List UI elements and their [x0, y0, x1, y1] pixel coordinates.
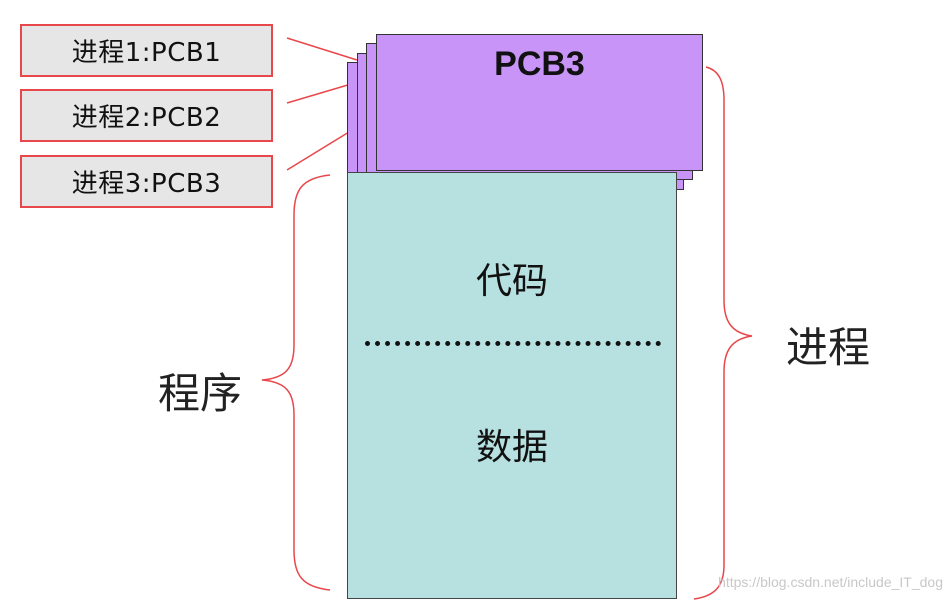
connector-line-1 — [286, 37, 358, 61]
pcb-stack-top-layer — [376, 34, 703, 171]
pcb-title: PCB3 — [494, 44, 585, 83]
code-data-divider — [365, 341, 661, 346]
process-entry-1: 进程1:PCB1 — [20, 24, 273, 77]
process-entry-2: 进程2:PCB2 — [20, 89, 273, 142]
data-section-label: 数据 — [475, 427, 548, 468]
left-brace — [261, 174, 331, 591]
program-brace-label: 程序 — [158, 369, 243, 418]
program-block — [347, 172, 677, 599]
process-brace-label: 进程 — [786, 323, 871, 372]
right-brace — [693, 66, 753, 600]
code-section-label: 代码 — [475, 261, 548, 302]
process-entry-3: 进程3:PCB3 — [20, 155, 273, 208]
watermark: https://blog.csdn.net/include_IT_dog — [718, 574, 943, 590]
